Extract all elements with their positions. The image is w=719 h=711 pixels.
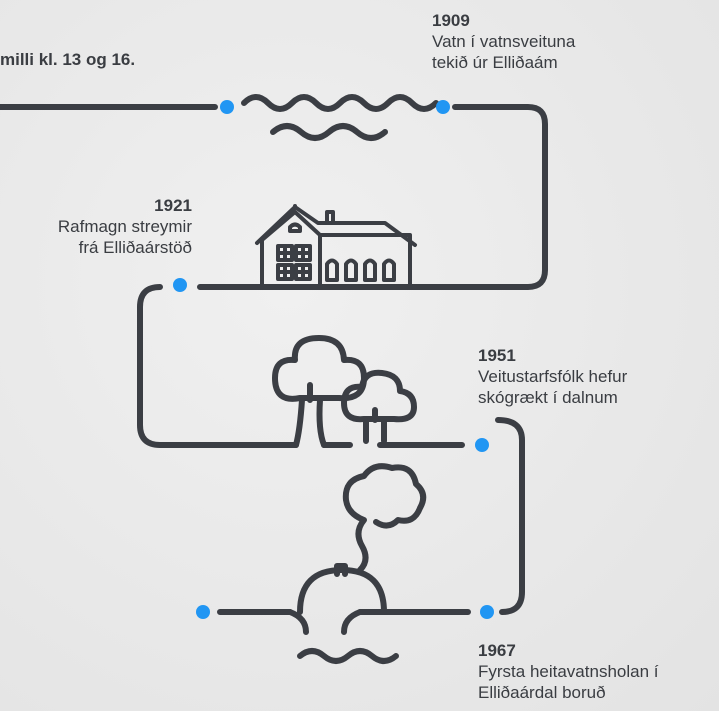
trees-icon xyxy=(272,335,417,448)
event-1909: 1909 Vatn í vatnsveituna tekið úr Elliða… xyxy=(432,10,575,73)
timeline-dot-1909-left xyxy=(220,100,234,114)
event-description-line: Vatn í vatnsveituna xyxy=(432,32,576,51)
event-description-line: Rafmagn streymir xyxy=(57,217,192,236)
event-description-line: Fyrsta heitavatnsholan í xyxy=(478,662,659,681)
timeline-dot-1951 xyxy=(475,438,489,452)
event-description-line: Veitustarfsfólk hefur xyxy=(478,367,628,386)
timeline-dot-1967-left xyxy=(196,605,210,619)
event-year: 1921 xyxy=(154,196,192,215)
hot-spring-icon xyxy=(287,463,427,664)
river-waves-icon xyxy=(241,94,439,141)
event-year: 1909 xyxy=(432,11,470,30)
event-1951: 1951 Veitustarfsfólk hefur skógrækt í da… xyxy=(478,345,627,408)
event-year: 1967 xyxy=(478,641,516,660)
timeline-dot-1921 xyxy=(173,278,187,292)
event-year: 1951 xyxy=(478,346,516,365)
house-icon xyxy=(255,204,417,289)
event-description-line: skógrækt í dalnum xyxy=(478,388,618,407)
event-1921: 1921 Rafmagn streymir frá Elliðaárstöð xyxy=(0,195,192,258)
event-description-line: Elliðaárdal boruð xyxy=(478,683,606,702)
event-description-line: frá Elliðaárstöð xyxy=(78,238,192,257)
timeline-dot-1967-right xyxy=(480,605,494,619)
header-note: milli kl. 13 og 16. xyxy=(0,50,136,69)
event-1967: 1967 Fyrsta heitavatnsholan í Elliðaárda… xyxy=(478,640,658,703)
timeline-path xyxy=(0,104,548,615)
timeline-dot-1909-right xyxy=(436,100,450,114)
event-description-line: tekið úr Elliðaám xyxy=(432,53,558,72)
